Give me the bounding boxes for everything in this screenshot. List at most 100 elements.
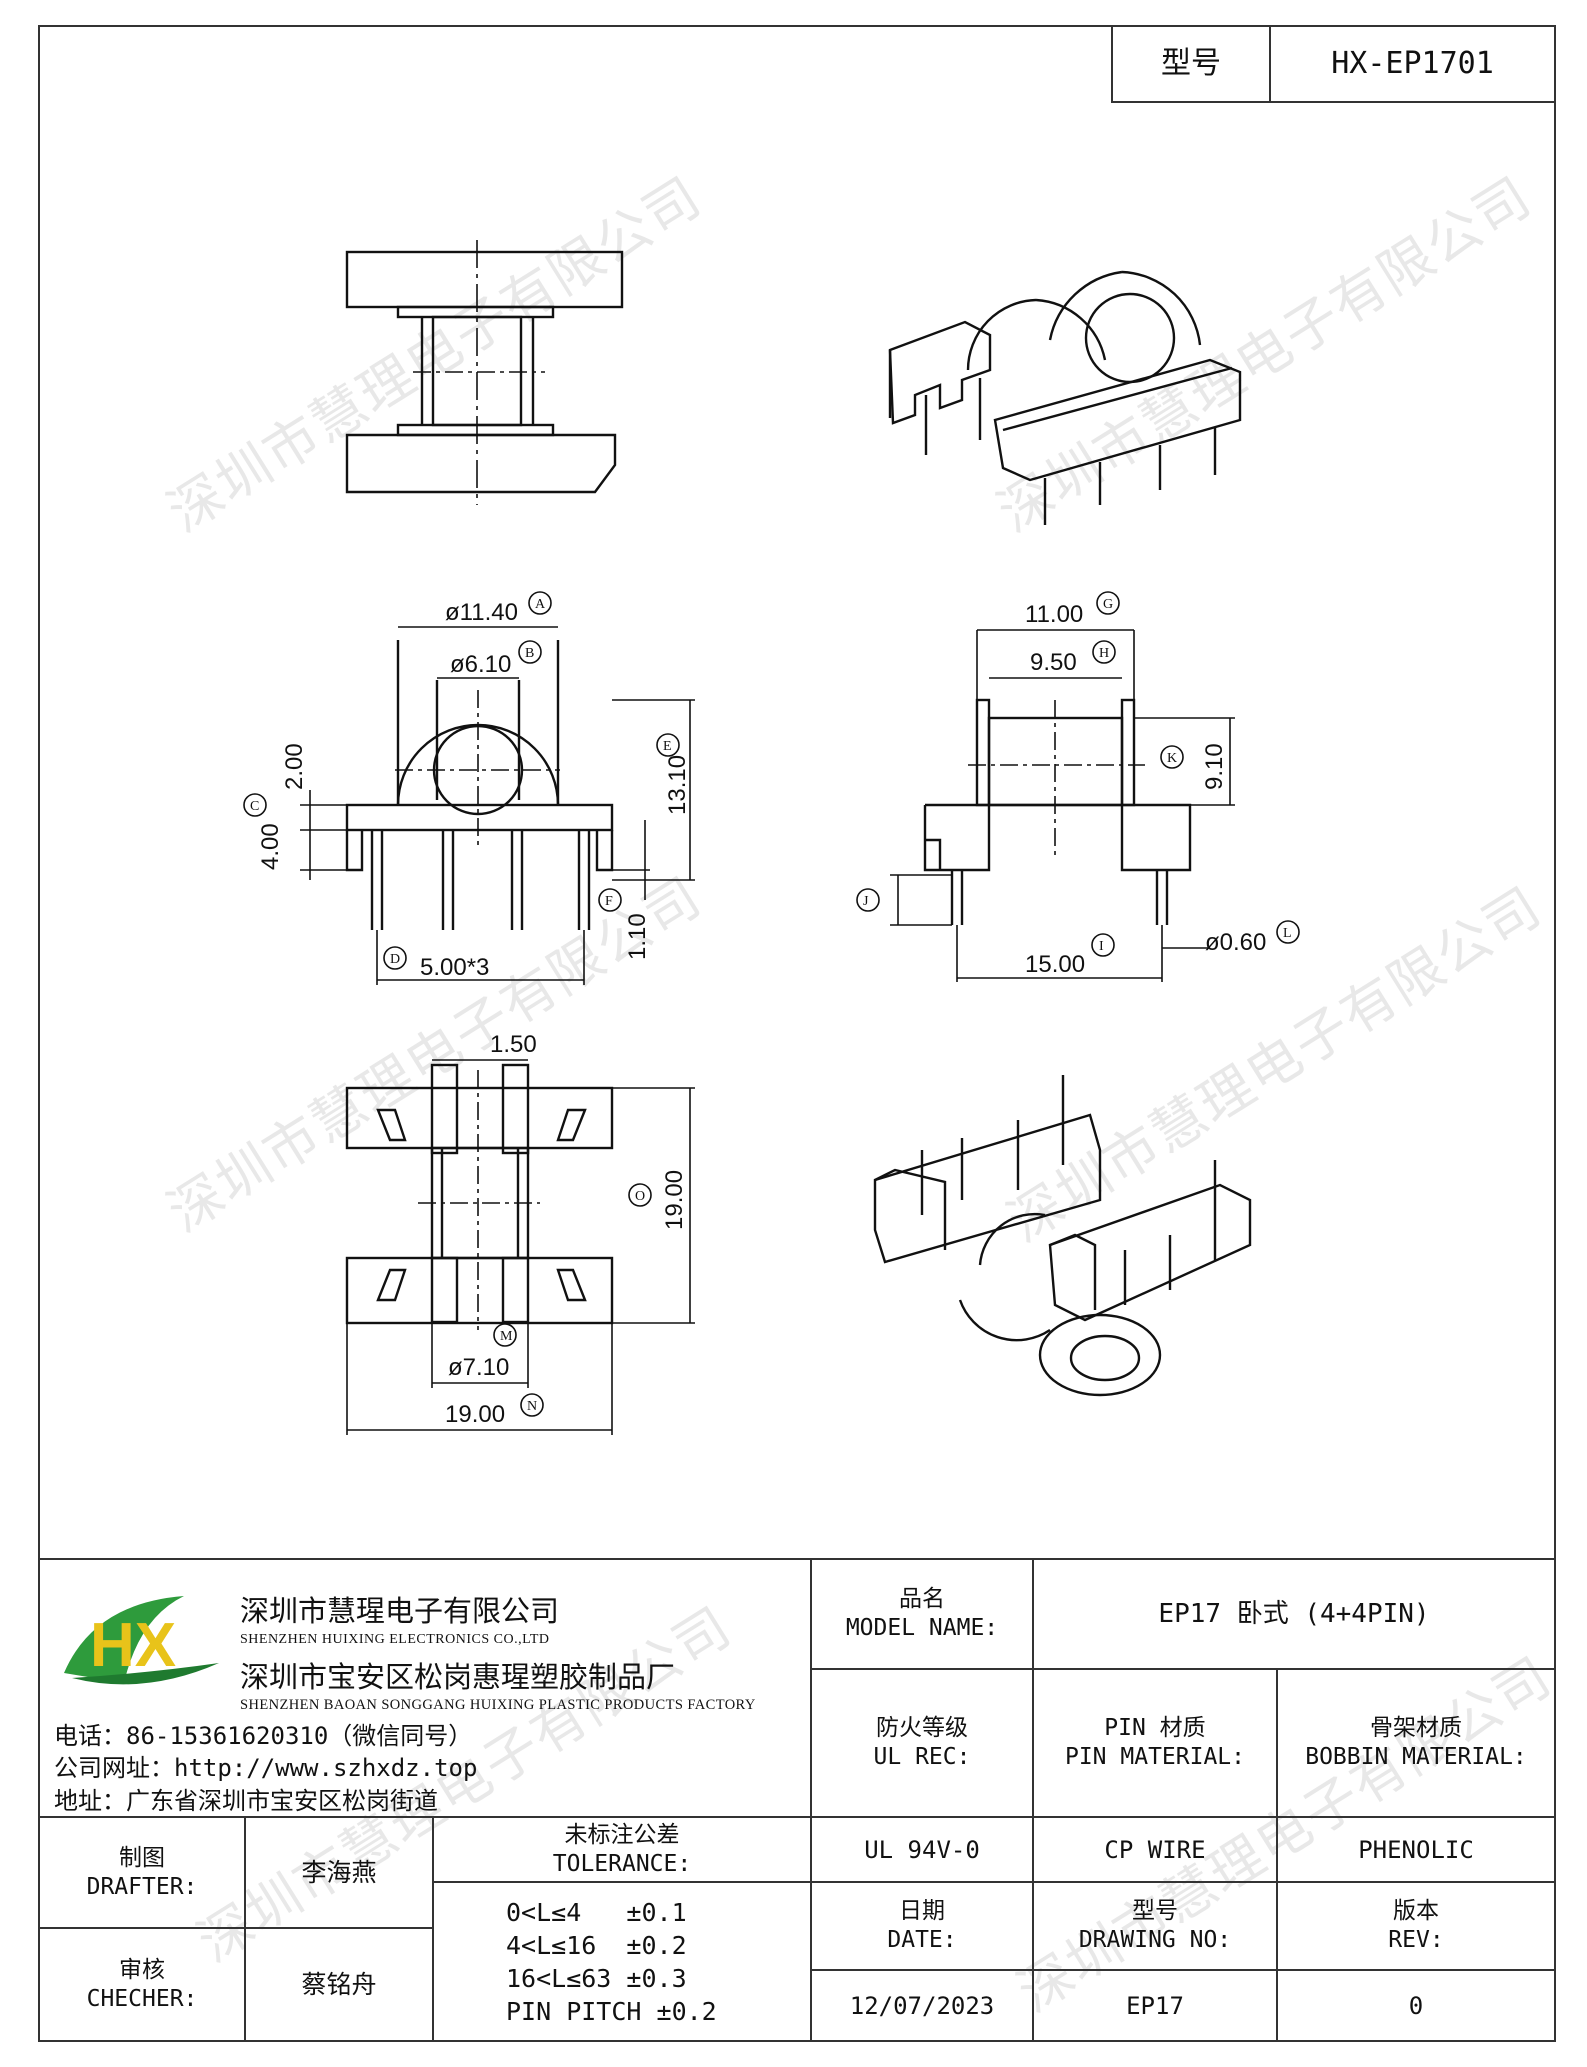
header-model-value-cell: HX-EP1701 <box>1269 25 1556 103</box>
dim-i: 15.00 <box>1025 951 1085 978</box>
svg-text:B: B <box>525 646 534 661</box>
factory-name-en: SHENZHEN BAOAN SONGGANG HUIXING PLASTIC … <box>240 1697 756 1713</box>
dim-l: ø0.60 <box>1205 929 1266 956</box>
callout-m: M <box>493 1323 517 1347</box>
callout-b: B <box>518 640 542 664</box>
dim-c-top: 2.00 <box>281 743 308 790</box>
tolerance-en: TOLERANCE: <box>552 1850 692 1877</box>
checker-cn: 审核 <box>119 1956 165 1983</box>
drafter-en: DRAFTER: <box>86 1873 198 1900</box>
company-info-block: HX 深圳市慧瑆电子有限公司 SHENZHEN HUIXING ELECTRON… <box>38 1558 812 1818</box>
bobbin-front-view <box>300 626 695 985</box>
date-en: DATE: <box>887 1927 957 1953</box>
svg-text:I: I <box>1099 939 1104 954</box>
svg-text:G: G <box>1103 597 1113 612</box>
bobbin-isometric-view-bottom <box>873 1075 1252 1397</box>
drawing-no-value-cell: EP17 <box>1032 1969 1278 2042</box>
rev-label-cell: 版本 REV: <box>1276 1881 1556 1971</box>
svg-text:C: C <box>250 799 259 814</box>
dim-f: 1.10 <box>624 913 651 960</box>
checker-name: 蔡铭舟 <box>301 1969 377 1999</box>
callout-e: E <box>656 733 680 757</box>
drawing-no-label-cell: 型号 DRAWING NO: <box>1032 1881 1278 1971</box>
callout-j: J <box>856 888 880 912</box>
model-name-en: MODEL NAME: <box>845 1615 999 1641</box>
svg-text:E: E <box>663 739 672 754</box>
bobbin-material-label-cell: 骨架材质 BOBBIN MATERIAL: <box>1276 1668 1556 1818</box>
bobbin-material-value-cell: PHENOLIC <box>1276 1816 1556 1883</box>
drafter-name-cell: 李海燕 <box>244 1816 434 1929</box>
date-label-cell: 日期 DATE: <box>810 1881 1034 1971</box>
callout-i: I <box>1091 933 1115 957</box>
callout-l: L <box>1276 920 1300 944</box>
bobbin-material-en: BOBBIN MATERIAL: <box>1305 1744 1527 1770</box>
drawing-no-value: EP17 <box>1126 1991 1184 2020</box>
model-name-value: EP17 卧式 (4+4PIN) <box>1158 1598 1430 1629</box>
drafter-name: 李海燕 <box>301 1857 377 1887</box>
date-value: 12/07/2023 <box>849 1991 995 2020</box>
checker-label-cell: 审核 CHECHER: <box>38 1927 246 2042</box>
dim-k: 9.10 <box>1201 743 1228 790</box>
callout-o: O <box>628 1183 652 1207</box>
model-name-cn: 品名 <box>899 1586 945 1613</box>
tolerance-label-cell: 未标注公差 TOLERANCE: <box>432 1816 812 1883</box>
svg-text:M: M <box>500 1329 513 1344</box>
date-cn: 日期 <box>899 1898 945 1925</box>
model-name-value-cell: EP17 卧式 (4+4PIN) <box>1032 1558 1556 1670</box>
dim-n: 19.00 <box>445 1401 505 1428</box>
dim-d: 5.00*3 <box>420 954 489 981</box>
tolerance-values-cell: 0<L≤4 ±0.1 4<L≤16 ±0.2 16<L≤63 ±0.3 PIN … <box>432 1881 812 2042</box>
callout-g: G <box>1096 591 1120 615</box>
svg-text:F: F <box>605 894 613 909</box>
rev-value: 0 <box>1408 1991 1424 2020</box>
header-model-value: HX-EP1701 <box>1331 46 1494 82</box>
ul-rec-cn: 防火等级 <box>876 1715 968 1742</box>
tolerance-line: 16<L≤63 ±0.3 <box>506 1963 687 1993</box>
rev-en: REV: <box>1388 1927 1444 1953</box>
svg-text:N: N <box>527 1399 537 1414</box>
company-address: 地址：广东省深圳市宝安区松岗街道 <box>54 1786 438 1815</box>
callout-f: F <box>598 888 622 912</box>
company-phone: 电话：86-15361620310（微信同号） <box>54 1722 473 1750</box>
callout-d: D <box>383 946 407 970</box>
pin-material-en: PIN MATERIAL: <box>1064 1744 1245 1770</box>
ul-rec-label-cell: 防火等级 UL REC: <box>810 1668 1034 1818</box>
svg-text:O: O <box>635 1189 645 1204</box>
bobbin-top-view <box>345 240 624 505</box>
company-name-en: SHENZHEN HUIXING ELECTRONICS CO.,LTD <box>240 1632 550 1647</box>
drafter-cn: 制图 <box>119 1844 165 1871</box>
checker-name-cell: 蔡铭舟 <box>244 1927 434 2042</box>
pin-material-value: CP WIRE <box>1104 1835 1206 1864</box>
svg-text:K: K <box>1167 751 1177 766</box>
date-value-cell: 12/07/2023 <box>810 1969 1034 2042</box>
tolerance-line: PIN PITCH ±0.2 <box>506 1996 717 2026</box>
tolerance-line: 4<L≤16 ±0.2 <box>506 1930 687 1960</box>
callout-k: K <box>1160 745 1184 769</box>
svg-text:L: L <box>1283 926 1292 941</box>
ul-rec-en: UL REC: <box>873 1744 971 1770</box>
dim-b: ø6.10 <box>450 651 511 678</box>
company-website: 公司网址：http://www.szhxdz.top <box>54 1754 478 1783</box>
technical-drawing: ø11.40 ø6.10 2.00 4.00 5.00*3 13.10 1.10… <box>243 240 1300 1435</box>
company-logo: HX <box>64 1596 219 1685</box>
callout-c: C <box>243 793 267 817</box>
dim-h: 9.50 <box>1030 649 1077 676</box>
bobbin-bottom-view <box>345 1059 695 1435</box>
svg-text:H: H <box>1099 646 1109 661</box>
callout-h: H <box>1092 640 1116 664</box>
checker-en: CHECHER: <box>86 1985 198 2012</box>
rev-cn: 版本 <box>1393 1898 1439 1925</box>
dim-e: 13.10 <box>664 755 691 815</box>
logo-letters: HX <box>90 1611 176 1680</box>
company-name-cn: 深圳市慧瑆电子有限公司 <box>240 1594 560 1628</box>
tolerance-cn: 未标注公差 <box>564 1821 680 1848</box>
bobbin-isometric-view-top <box>888 270 1242 525</box>
dim-m: ø7.10 <box>448 1354 509 1381</box>
factory-name-cn: 深圳市宝安区松岗惠瑆塑胶制品厂 <box>240 1660 676 1694</box>
callout-n: N <box>520 1393 544 1417</box>
callout-a: A <box>528 591 552 615</box>
pin-material-label-cell: PIN 材质 PIN MATERIAL: <box>1032 1668 1278 1818</box>
ul-rec-value: UL 94V-0 <box>864 1835 980 1864</box>
svg-text:A: A <box>535 597 546 612</box>
header-model-label: 型号 <box>1161 46 1221 82</box>
